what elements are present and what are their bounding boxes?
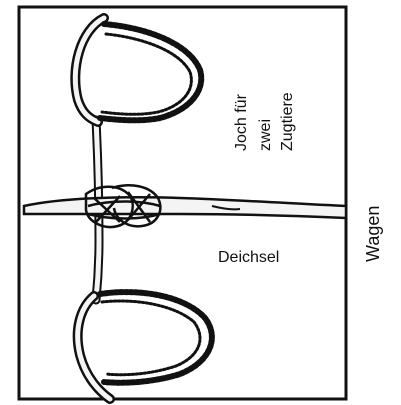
lower-rope-loop: [100, 292, 212, 383]
yoke-label-line1: Joch für: [234, 94, 250, 151]
pole-shaft: [24, 197, 346, 218]
yoke-label-line2: zwei: [258, 119, 274, 151]
upper-rope-loop: [100, 24, 201, 120]
pole-label: Deichsel: [218, 249, 279, 267]
wagon-label: Wagen: [364, 206, 382, 262]
yoke-label-line3: Zugtiere: [280, 92, 296, 151]
